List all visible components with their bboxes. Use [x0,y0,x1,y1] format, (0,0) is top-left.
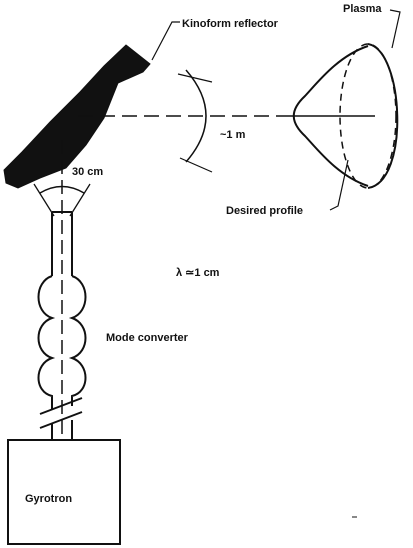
plasma-leader [389,9,401,49]
desired-profile-label: Desired profile [226,205,303,217]
wavefront-tick-top [177,73,213,83]
kinoform-reflector-shape [3,44,151,189]
plasma-ellipse-right [367,43,399,189]
mode-converter-body [37,275,87,400]
launch-arc [39,185,85,194]
kinoform-leader [151,21,180,61]
break-mark-bottom [39,411,83,429]
desired-profile-curve [292,45,369,187]
waveguide-upper [51,211,73,276]
wavefront-arc [185,69,207,163]
kinoform-reflector-label: Kinoform reflector [182,18,279,30]
mode-converter-label: Mode converter [106,332,189,344]
wavelength-label: λ ≃1 cm [176,267,220,279]
launch-ray-left [33,183,55,217]
waveguide-lower [51,400,73,440]
launch-ray-right [69,183,91,217]
gyrotron-box [7,439,121,545]
distance-30cm-label: 30 cm [72,166,103,178]
wavefront-tick-bottom [179,157,213,173]
distance-1m-label: ~1 m [220,129,246,141]
desired-profile-leader [329,159,349,211]
gyrotron-label: Gyrotron [25,493,72,505]
break-mark-top [39,397,83,415]
plasma-label: Plasma [343,3,382,15]
